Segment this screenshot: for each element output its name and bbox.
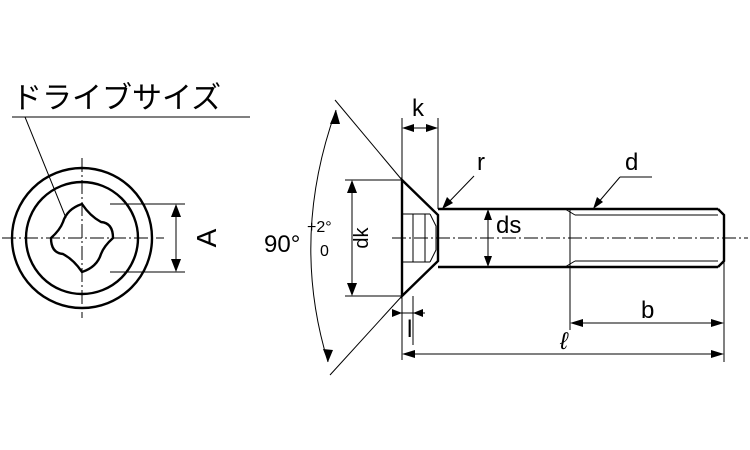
l-small-arrow-left: [392, 309, 402, 317]
k-arrow-left: [402, 124, 414, 132]
l-total-arrow-left: [402, 350, 415, 358]
l-total-label: ℓ: [559, 328, 569, 355]
l-total-arrow-right: [711, 350, 724, 358]
angle-arrow-bottom: [323, 349, 333, 362]
angle-label: 90°: [264, 231, 300, 258]
angle-ext-bottom: [329, 295, 403, 376]
k-label: k: [412, 95, 425, 122]
b-arrow-right: [711, 319, 724, 327]
d-leader: [596, 176, 621, 205]
drive-size-leader: [24, 116, 67, 219]
angle-tol-minus: 0: [320, 243, 329, 260]
head-outline: [400, 177, 440, 299]
r-arrow: [442, 197, 453, 209]
r-label: r: [477, 149, 485, 176]
end-view: ドライブサイズ A: [2, 81, 250, 318]
r-leader: [445, 175, 475, 206]
dk-arrow-bottom: [347, 283, 357, 296]
dk-label: dk: [351, 226, 373, 248]
l-small-arrow-right: [413, 309, 423, 317]
k-arrow-right: [426, 124, 438, 132]
d-arrow: [593, 197, 603, 209]
dk-arrow-top: [347, 180, 357, 193]
b-arrow-left: [570, 319, 583, 327]
l-small-label: l: [407, 316, 412, 343]
angle-tol-plus: +2°: [307, 219, 332, 236]
side-view: 90° +2° 0 dk k r ds d: [264, 95, 748, 376]
A-arrow-top: [171, 204, 181, 217]
ds-arrow-bottom: [484, 256, 492, 267]
b-label: b: [641, 297, 654, 324]
A-arrow-bottom: [171, 259, 181, 272]
drive-size-label: ドライブサイズ: [12, 81, 221, 116]
A-label: A: [191, 228, 222, 247]
angle-ext-top: [334, 99, 403, 181]
ds-label: ds: [496, 212, 521, 239]
angle-arc: [310, 109, 337, 363]
angle-arrow-top: [330, 110, 340, 124]
ds-arrow-top: [484, 209, 492, 220]
d-label: d: [625, 149, 638, 176]
